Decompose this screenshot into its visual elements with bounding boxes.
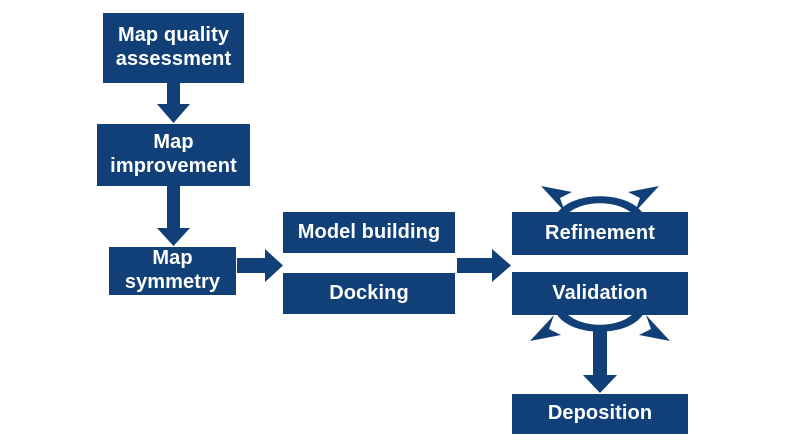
node-map-quality-assessment[interactable]: Map quality assessment (103, 13, 244, 83)
connector-map-symmetry-to-model-building (237, 249, 283, 282)
node-docking[interactable]: Docking (283, 273, 455, 314)
connector-map-quality-to-map-improvement (157, 83, 190, 123)
node-validation[interactable]: Validation (512, 272, 688, 315)
node-map-improvement[interactable]: Map improvement (97, 124, 250, 186)
node-model-building[interactable]: Model building (283, 212, 455, 253)
node-label: Refinement (545, 221, 655, 244)
connector-model-building-to-refinement (457, 249, 511, 282)
node-map-symmetry[interactable]: Map symmetry (109, 247, 236, 295)
node-label: Deposition (547, 402, 653, 425)
connector-map-improvement-to-map-symmetry (157, 186, 190, 246)
node-deposition[interactable]: Deposition (512, 394, 688, 434)
node-label: Docking (329, 281, 409, 304)
node-label: Model building (297, 220, 441, 243)
connector-validation-to-deposition (583, 330, 617, 393)
node-label: Map improvement (110, 131, 237, 177)
node-label: Map quality assessment (115, 24, 232, 70)
node-label: Validation (552, 281, 648, 304)
node-refinement[interactable]: Refinement (512, 212, 688, 255)
node-label: Map symmetry (124, 247, 221, 293)
